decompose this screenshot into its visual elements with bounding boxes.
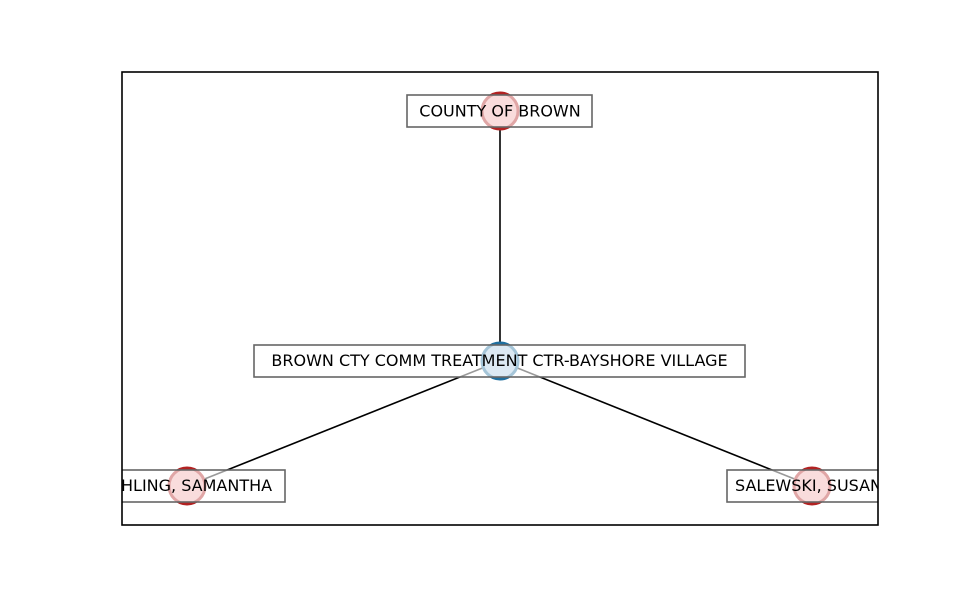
diagram-frame — [121, 71, 879, 526]
county-label-text: COUNTY OF BROWN — [419, 102, 580, 121]
county-label: COUNTY OF BROWN — [406, 94, 593, 128]
edge-facility-person-left — [186, 360, 501, 487]
county-label-box — [406, 94, 593, 128]
person-left-label-text: HLING, SAMANTHA — [121, 476, 272, 495]
facility-label: BROWN CTY COMM TREATMENT CTR-BAYSHORE VI… — [253, 344, 746, 378]
person-left-label-box — [122, 469, 286, 503]
person-right-label-box — [726, 469, 878, 503]
diagram-plot-area: COUNTY OF BROWN BROWN CTY COMM TREATMENT… — [121, 91, 882, 506]
edge-facility-person-right — [499, 360, 813, 487]
person-left-label: HLING, SAMANTHA — [121, 469, 286, 503]
facility-label-text: BROWN CTY COMM TREATMENT CTR-BAYSHORE VI… — [271, 351, 727, 370]
person-right-label-text: SALEWSKI, SUSAN — [735, 476, 882, 495]
facility-label-box — [253, 344, 746, 378]
person-right-label: SALEWSKI, SUSAN — [726, 469, 882, 503]
